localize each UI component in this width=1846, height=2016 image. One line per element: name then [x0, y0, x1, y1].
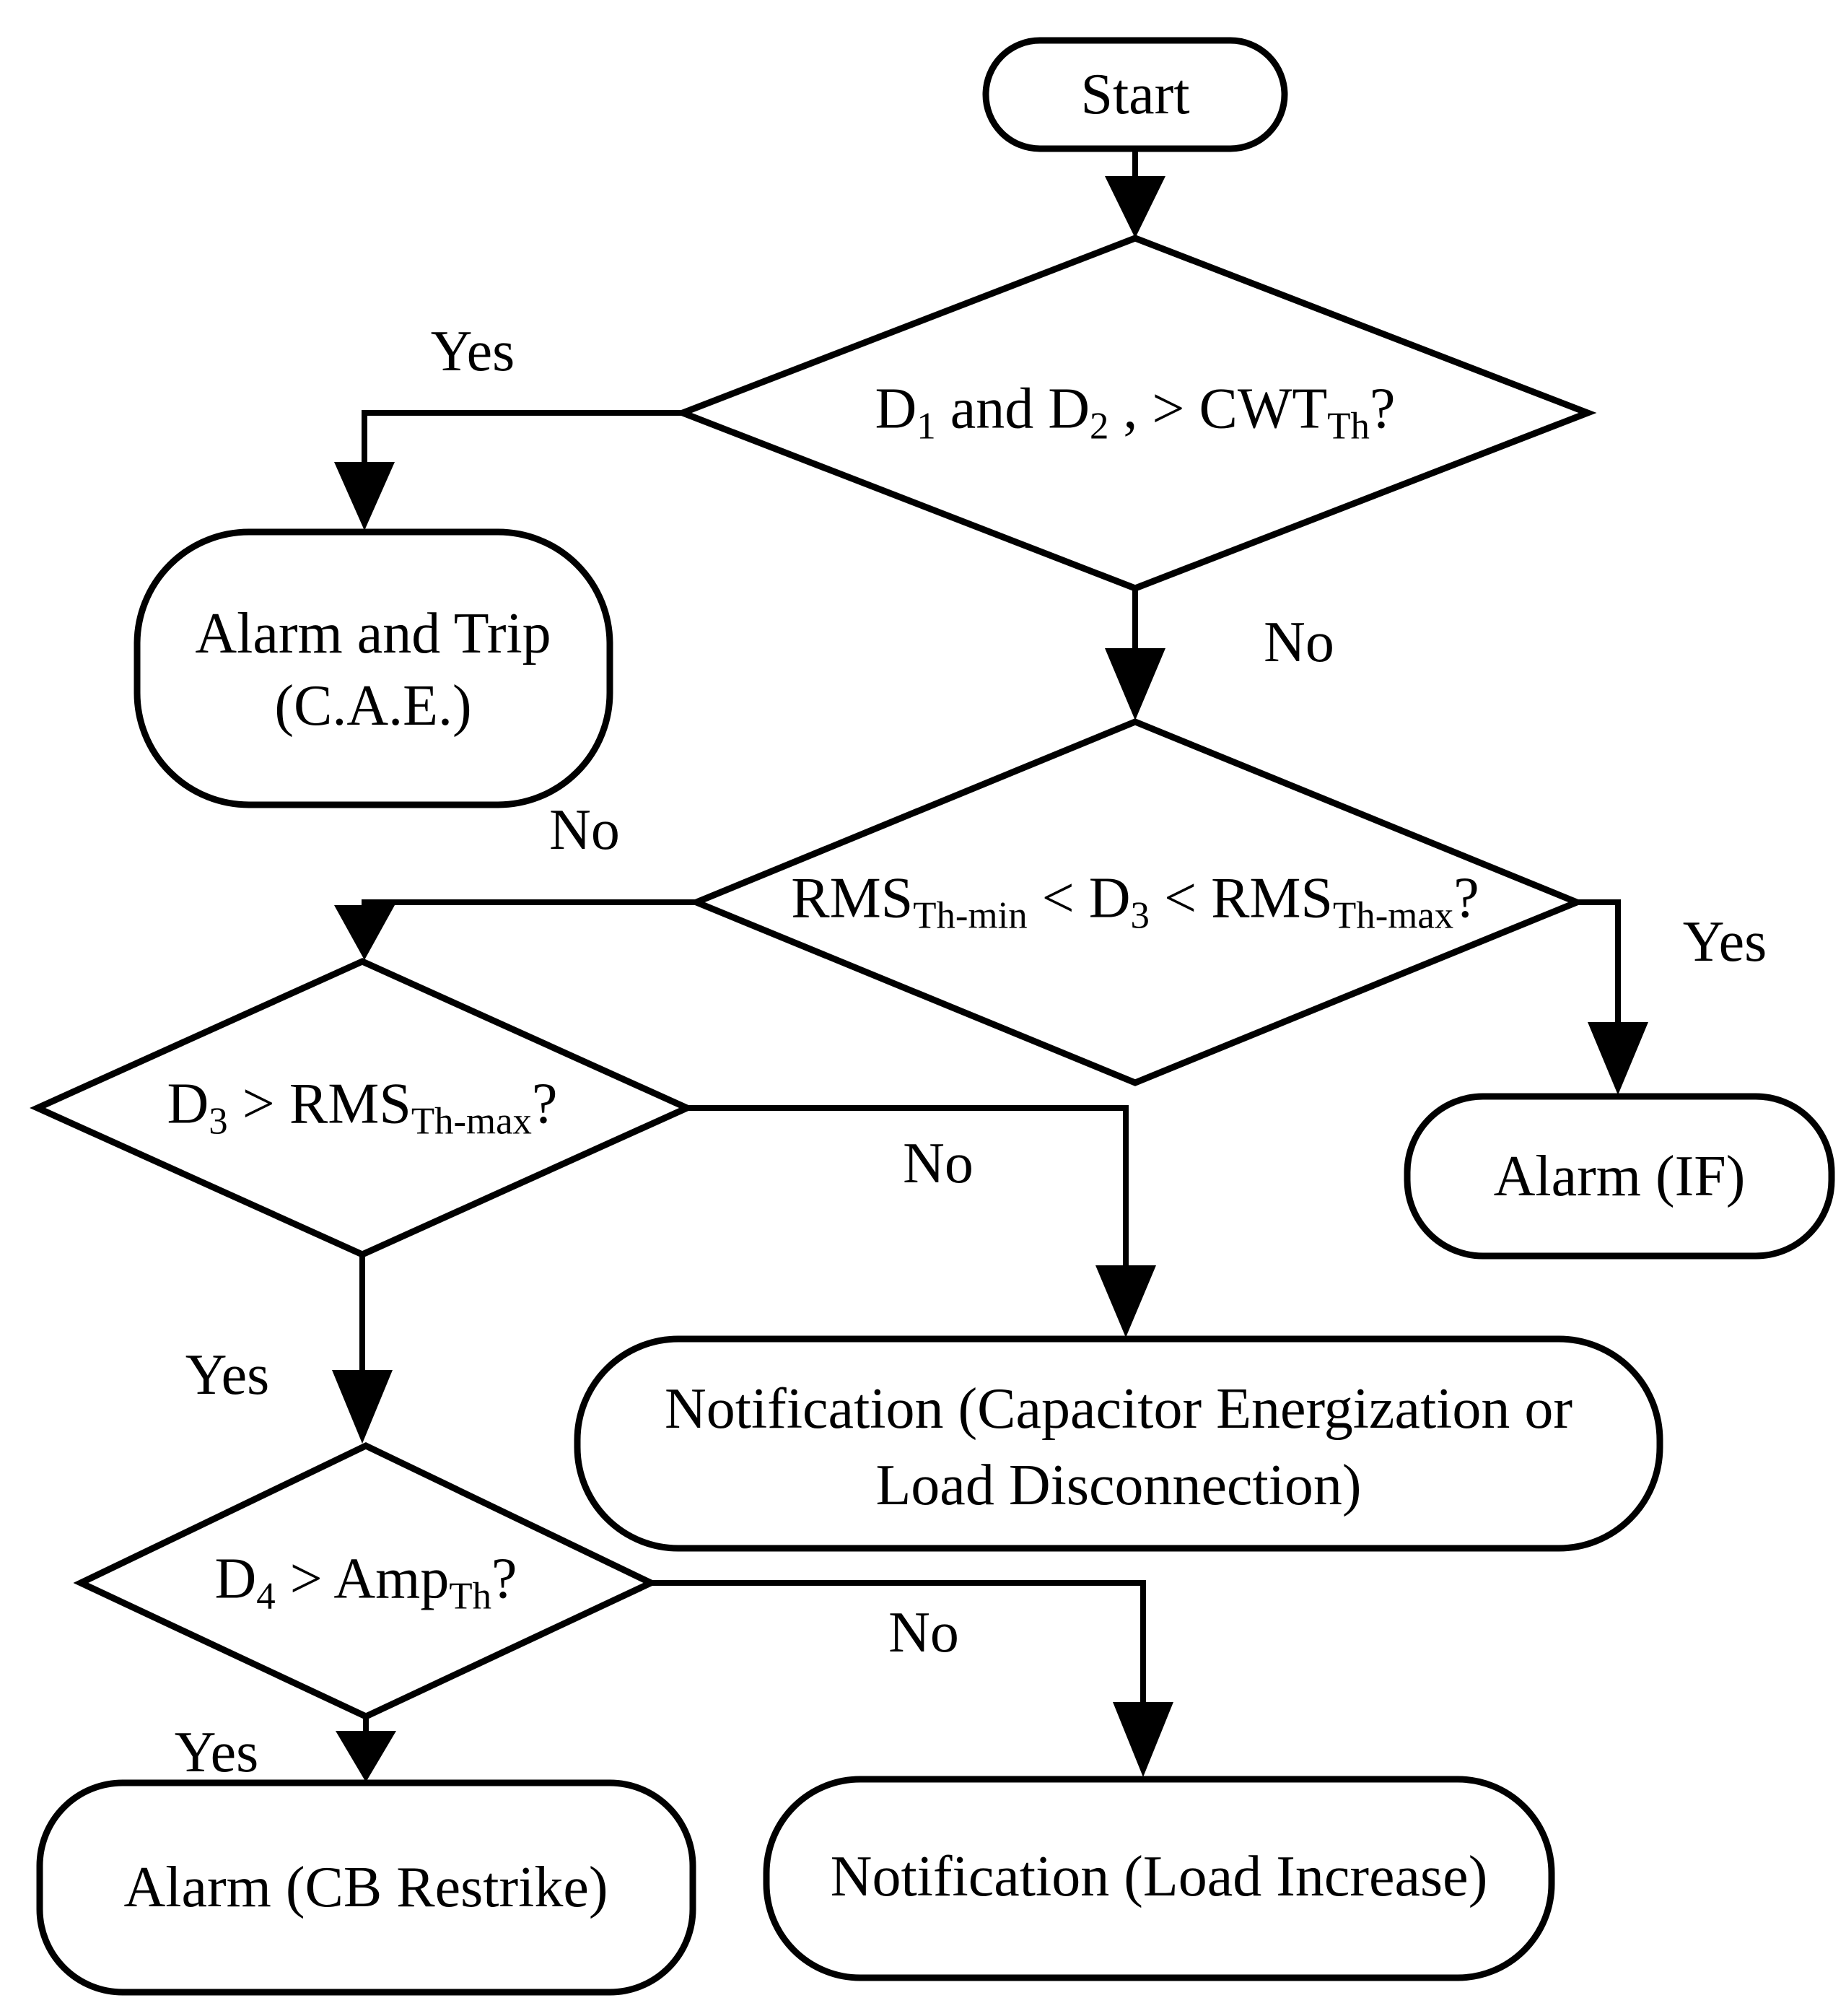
terminator-notif-load-shape: [763, 1776, 1555, 1981]
label-alarm-trip-line1: Alarm and Trip: [195, 602, 551, 666]
terminator-alarm-if-shape: [1404, 1093, 1835, 1260]
label-alarm-if: Alarm (IF): [1493, 1145, 1746, 1208]
edge-d3-no: [687, 1105, 1156, 1338]
edge-d1-no-arrowhead: [1105, 648, 1165, 720]
edge-d2-no-arrowhead: [334, 905, 395, 960]
edge-d1-yes-line: [362, 410, 683, 465]
edge-label-d2-yes: Yes: [1682, 910, 1767, 974]
decision-d2-shape: [688, 718, 1585, 1086]
label-alarm-cb: Alarm (CB Restrike): [123, 1856, 608, 1919]
decision-d3-shape: [30, 958, 695, 1258]
terminator-notif-cap-shape: [574, 1335, 1663, 1552]
edge-d1-yes: [334, 410, 683, 531]
edge-label-d3-no: No: [903, 1132, 974, 1195]
edge-d4-yes: [336, 1716, 396, 1782]
edge-d3-no-line: [687, 1105, 1129, 1268]
label-d1: D1 and D2 , > CWTTh?: [875, 377, 1396, 448]
edge-d2-yes: [1577, 899, 1648, 1095]
label-alarm-trip-line2: (C.A.E.): [274, 674, 472, 738]
edge-start-to-d1-arrowhead: [1105, 176, 1165, 238]
label-start: Start: [1080, 63, 1190, 126]
decision-d1-shape: [673, 235, 1597, 592]
label-d2: RMSTh-min < D3 < RMSTh-max?: [791, 866, 1479, 937]
label-d4: D4 > AmpTh?: [214, 1547, 517, 1618]
label-notif-load: Notification (Load Increase): [830, 1845, 1488, 1908]
edge-label-d1-no: No: [1264, 611, 1334, 674]
terminator-alarm-cb-shape: [36, 1779, 696, 1996]
edge-label-d4-no: No: [888, 1601, 959, 1664]
edge-start-to-d1: [1105, 149, 1165, 238]
edge-label-d1-yes: Yes: [430, 320, 515, 383]
edge-d3-yes: [332, 1254, 393, 1444]
edge-label-d3-yes: Yes: [185, 1343, 270, 1407]
edge-d1-no: [1105, 588, 1165, 720]
edge-d4-no: [651, 1580, 1173, 1777]
edge-d1-yes-arrowhead: [334, 462, 395, 531]
edge-d4-no-arrowhead: [1113, 1702, 1173, 1777]
label-d3: D3 > RMSTh-max?: [167, 1072, 558, 1143]
edge-label-d4-yes: Yes: [174, 1721, 259, 1784]
edge-label-d2-no: No: [549, 798, 620, 862]
edge-d2-no-line: [362, 899, 696, 907]
edge-d2-yes-line: [1577, 899, 1621, 1025]
label-notif-cap-line2: Load Disconnection): [875, 1454, 1362, 1517]
edge-d4-no-line: [651, 1580, 1146, 1705]
decision-d4-shape: [73, 1442, 659, 1720]
label-notif-cap-line1: Notification (Capacitor Energization or: [664, 1377, 1573, 1441]
terminator-start-shape: [982, 37, 1288, 152]
edge-d3-yes-arrowhead: [332, 1370, 393, 1444]
edge-d4-yes-arrowhead: [336, 1731, 396, 1782]
edge-d3-no-arrowhead: [1095, 1265, 1156, 1338]
edge-d2-no: [334, 899, 696, 960]
edge-d2-yes-arrowhead: [1588, 1022, 1648, 1095]
terminator-alarm-trip-shape: [134, 528, 613, 808]
